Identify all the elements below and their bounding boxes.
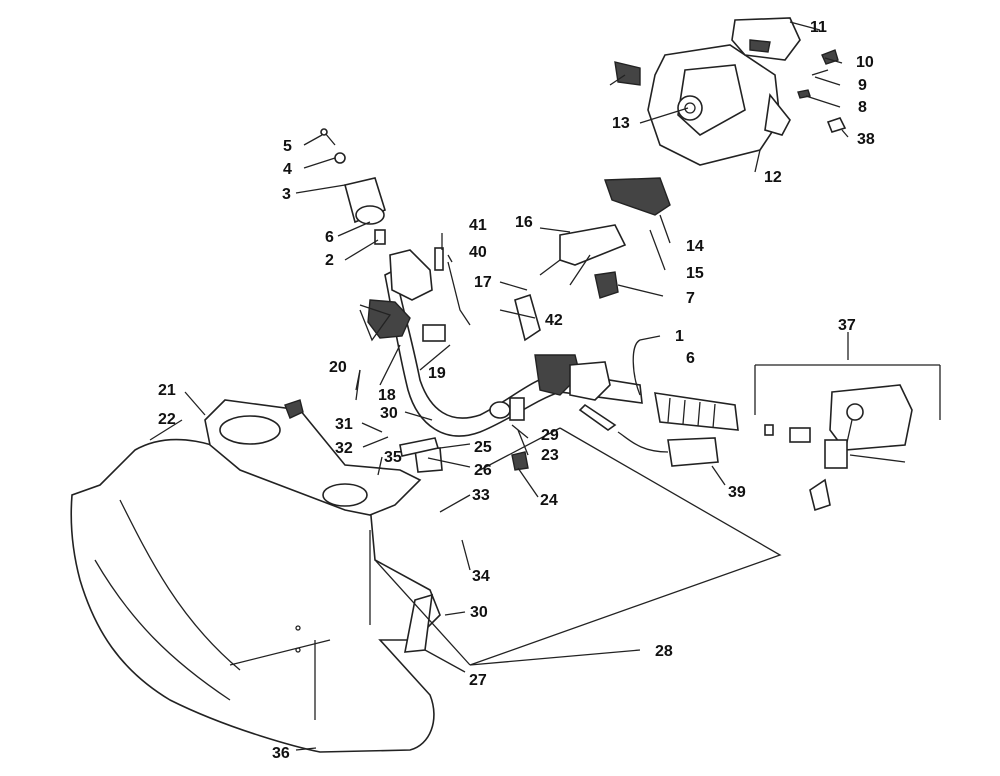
- callout-5: 5: [283, 138, 292, 155]
- callout-31: 31: [335, 416, 353, 433]
- callout-6b: 6: [686, 350, 695, 367]
- bar-end-hardware: [320, 128, 386, 245]
- callout-11: 11: [810, 19, 827, 36]
- key-switch-part: [614, 61, 641, 86]
- callout-35: 35: [384, 449, 402, 466]
- callout-37: 37: [838, 317, 856, 334]
- callout-26: 26: [474, 462, 492, 479]
- right-grip-part: [654, 392, 739, 431]
- callout-30b: 30: [470, 604, 488, 621]
- mounting-bracket-part: [204, 399, 422, 516]
- gauge-bracket-part: [539, 177, 671, 299]
- callout-29: 29: [541, 427, 559, 444]
- callout-17: 17: [474, 274, 492, 291]
- callout-40: 40: [469, 244, 487, 261]
- callout-7: 7: [686, 290, 695, 307]
- callout-41: 41: [469, 217, 487, 234]
- callout-9: 9: [858, 77, 867, 94]
- callout-4: 4: [283, 161, 292, 178]
- callout-38: 38: [857, 131, 875, 148]
- callout-1: 1: [675, 328, 684, 345]
- callout-18: 18: [378, 387, 396, 404]
- leader-lines: [149, 21, 941, 751]
- cable-parts: [355, 247, 471, 391]
- callout-10: 10: [856, 54, 874, 71]
- callout-21: 21: [158, 382, 176, 399]
- right-control-part: [534, 354, 617, 431]
- callout-25: 25: [474, 439, 492, 456]
- callout-13: 13: [612, 115, 630, 132]
- left-grip-part: [344, 177, 386, 225]
- callout-30a: 30: [380, 405, 398, 422]
- callout-33: 33: [472, 487, 490, 504]
- callout-32: 32: [335, 440, 353, 457]
- callout-12: 12: [764, 169, 782, 186]
- callout-28: 28: [655, 643, 673, 660]
- callout-14: 14: [686, 238, 704, 255]
- callout-24: 24: [540, 492, 558, 509]
- callout-36: 36: [272, 745, 290, 762]
- callout-16: 16: [515, 214, 533, 231]
- instrument-pod-part: [647, 44, 791, 166]
- callout-23: 23: [541, 447, 559, 464]
- lower-brackets: [314, 437, 443, 720]
- callout-39: 39: [728, 484, 746, 501]
- callout-19: 19: [428, 365, 446, 382]
- callout-2: 2: [325, 252, 334, 269]
- callout-6a: 6: [325, 229, 334, 246]
- brake-lever-part: [489, 293, 541, 471]
- callout-42: 42: [545, 312, 563, 329]
- windshield-part: [70, 438, 441, 753]
- callout-3: 3: [282, 186, 291, 203]
- callout-22: 22: [158, 411, 176, 428]
- callout-34: 34: [472, 568, 490, 585]
- callout-15: 15: [686, 265, 704, 282]
- callout-labels: 1 2 3 4 5 6 6 7 8 9 10 11 12 13 14 15 16…: [158, 19, 875, 762]
- callout-27: 27: [469, 672, 487, 689]
- mirror-part: [764, 384, 913, 512]
- switch-housing-part: [359, 299, 446, 342]
- heater-element-part: [617, 431, 719, 467]
- callout-20: 20: [329, 359, 347, 376]
- callout-8: 8: [858, 99, 867, 116]
- speedometer-part: [731, 17, 801, 61]
